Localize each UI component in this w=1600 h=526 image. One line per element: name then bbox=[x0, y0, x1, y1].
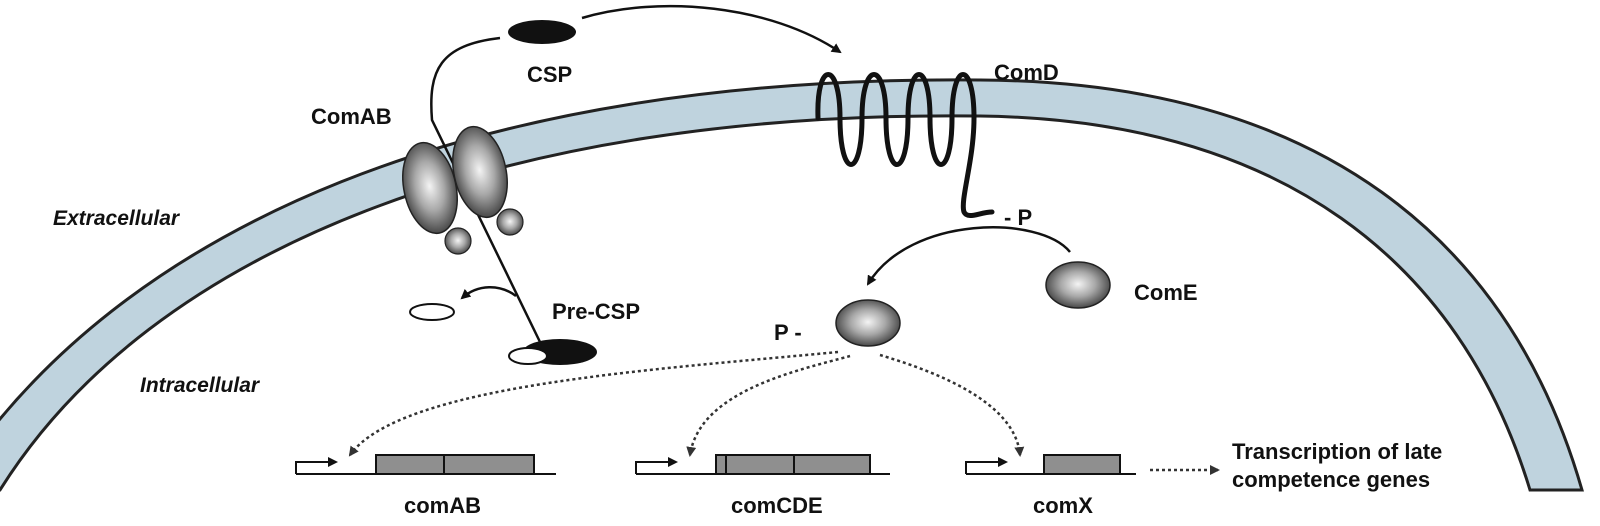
come-protein bbox=[1045, 261, 1111, 309]
label-pre-csp: Pre-CSP bbox=[552, 299, 640, 324]
label-comab: ComAB bbox=[311, 104, 392, 129]
transcription-line-2: competence genes bbox=[1232, 467, 1430, 492]
label-csp: CSP bbox=[527, 62, 572, 87]
label-intracellular: Intracellular bbox=[140, 374, 261, 397]
cell-membrane bbox=[0, 78, 1584, 492]
promoter-comcde-icon bbox=[635, 457, 678, 474]
label-come: ComE bbox=[1134, 280, 1198, 305]
activation-arrow-comx bbox=[879, 353, 1025, 457]
label-gene-comab: comAB bbox=[404, 493, 481, 518]
label-gene-comcde: comCDE bbox=[731, 493, 823, 518]
pre-csp-peptide bbox=[508, 339, 597, 365]
operon-comcde bbox=[635, 454, 890, 475]
label-transcription: Transcription of late competence genes bbox=[1232, 439, 1448, 492]
phosphotransfer-arrow bbox=[866, 226, 1071, 286]
label-extracellular: Extracellular bbox=[53, 207, 181, 230]
come-phosphorylated-protein bbox=[835, 299, 901, 347]
operon-comab bbox=[295, 454, 556, 475]
transcription-line-1: Transcription of late bbox=[1232, 439, 1442, 464]
label-gene-comx: comX bbox=[1033, 493, 1093, 518]
cleavage-arrow bbox=[460, 286, 517, 300]
cleaved-leader-peptide bbox=[409, 303, 455, 321]
activation-arrow-comcde bbox=[686, 354, 851, 457]
label-phospho-comd: - P bbox=[1004, 205, 1032, 230]
promoter-comab-icon bbox=[295, 457, 338, 474]
promoter-comx-icon bbox=[965, 457, 1008, 474]
csp-to-comd-arrow bbox=[581, 4, 842, 54]
label-comd: ComD bbox=[994, 60, 1059, 85]
operon-comx bbox=[965, 454, 1136, 475]
comd-receptor bbox=[815, 72, 995, 219]
activation-arrow-comab bbox=[348, 350, 839, 457]
comab-transporter bbox=[402, 125, 524, 255]
csp-peptide bbox=[508, 20, 576, 44]
csp-export-line bbox=[430, 36, 542, 343]
label-phospho-come: P - bbox=[774, 320, 802, 345]
